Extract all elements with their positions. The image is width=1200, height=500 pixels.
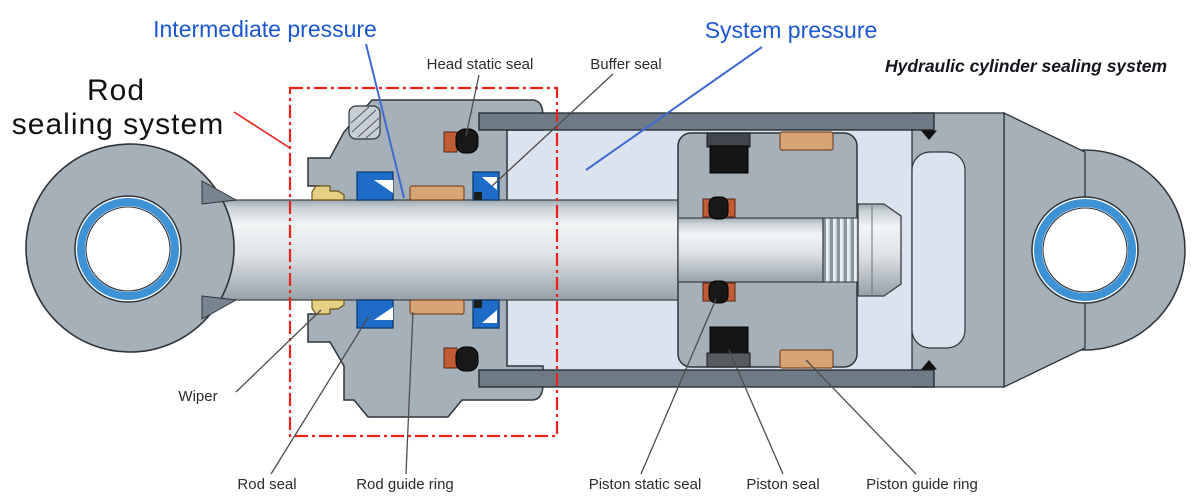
- barrel-wall-bottom: [478, 369, 935, 388]
- intermediate-pressure-label: Intermediate pressure: [153, 16, 377, 42]
- bolt-hatch: [350, 106, 381, 139]
- buffer-seal-top-heel: [474, 192, 482, 200]
- piston-static-seal-top: [708, 196, 729, 220]
- rod-seal-bottom: [356, 299, 394, 329]
- cap-pocket: [911, 151, 966, 349]
- rod-eye-bushing: [77, 198, 179, 300]
- rod-end-assembly: [677, 196, 902, 304]
- piston-static-seal-bottom: [708, 280, 729, 304]
- rod-guide-ring-bottom: [409, 299, 465, 315]
- head-static-seal-leader: [465, 74, 480, 137]
- head-backup-ring-bottom: [443, 347, 458, 369]
- rod-eye-assembly: [25, 143, 238, 353]
- gland-bolt: [348, 105, 381, 140]
- rod-seal-label: Rod seal: [237, 476, 296, 493]
- buffer-seal-leader: [491, 73, 614, 187]
- annotations: Intermediate pressure System pressure Hy…: [12, 16, 1167, 493]
- cap-eye-bushing-inner-line: [1042, 207, 1128, 293]
- rod-sealing-system-box: [288, 86, 559, 438]
- rod-sealing-system-label-line2: sealing system: [12, 108, 224, 141]
- intermediate-pressure-leader: [365, 43, 405, 199]
- rod-guide-ring-label: Rod guide ring: [356, 476, 454, 493]
- rod-thread: [822, 217, 859, 283]
- wiper-leader: [235, 309, 322, 393]
- rod-sealing-system-label-line1: Rod: [87, 74, 145, 107]
- buffer-seal-bottom-heel: [474, 300, 482, 308]
- piston-seal-label: Piston seal: [746, 476, 819, 493]
- rod-sealing-system-leader: [233, 111, 291, 149]
- buffer-seal-top: [472, 171, 500, 201]
- weld-notch-top: [921, 130, 937, 140]
- piston-seal-top: [709, 145, 749, 174]
- weld-notch-bottom: [921, 360, 937, 370]
- cap-eye-bore: [1031, 196, 1139, 304]
- rod-eye-wedge-top: [201, 180, 238, 205]
- buffer-seal-bottom-notch: [482, 310, 497, 323]
- piston-seal-bottom: [709, 326, 749, 355]
- buffer-seal-top-notch: [482, 177, 497, 190]
- head-backup-ring-top: [443, 131, 458, 153]
- rod-guide-ring-leader: [405, 311, 414, 475]
- piston-seal-leader: [728, 349, 784, 475]
- barrel-wall-top: [478, 112, 935, 131]
- rod-guide-ring-top: [409, 185, 465, 201]
- piston-static-seal-label: Piston static seal: [589, 476, 702, 493]
- rod-seal-bottom-notch: [374, 307, 393, 320]
- head-static-seal-group: [443, 128, 479, 372]
- rod-seal-leader: [270, 315, 370, 475]
- piston-static-seal-leader: [640, 298, 717, 475]
- wiper-seal-top: [311, 185, 345, 201]
- piston-static-seal-group: [702, 196, 736, 304]
- piston-guide-ring-bottom: [779, 349, 834, 369]
- piston-guide-ring-top: [779, 131, 834, 151]
- rod-eye-bore: [74, 195, 182, 303]
- rod-seal-top-notch: [374, 180, 393, 193]
- piston-guide-ring-label: Piston guide ring: [866, 476, 978, 493]
- piston-seal-top-energizer: [706, 132, 751, 148]
- piston-rod: [204, 199, 682, 301]
- bolt-head: [348, 105, 381, 140]
- head-static-seal-bottom: [455, 346, 479, 372]
- cap-eye-bushing-group: [1031, 196, 1139, 304]
- system-pressure-label: System pressure: [705, 17, 878, 43]
- rod-nut: [857, 203, 902, 297]
- rod-reduced-section: [677, 217, 824, 283]
- piston-seal-bottom-energizer: [706, 352, 751, 368]
- rod-eye-wedge-bottom: [201, 295, 238, 320]
- system-pressure-leader: [585, 46, 763, 171]
- wiper-label: Wiper: [178, 388, 217, 405]
- piston-guide-ring-leader: [805, 359, 917, 475]
- diagram-title: Hydraulic cylinder sealing system: [885, 56, 1167, 76]
- cap-eye-bushing: [1034, 199, 1136, 301]
- head-static-seal-label: Head static seal: [427, 56, 534, 73]
- rod-eye-bushing-inner-line: [85, 206, 171, 292]
- buffer-seal-label: Buffer seal: [590, 56, 661, 73]
- rod-sealing-elements: [311, 171, 500, 329]
